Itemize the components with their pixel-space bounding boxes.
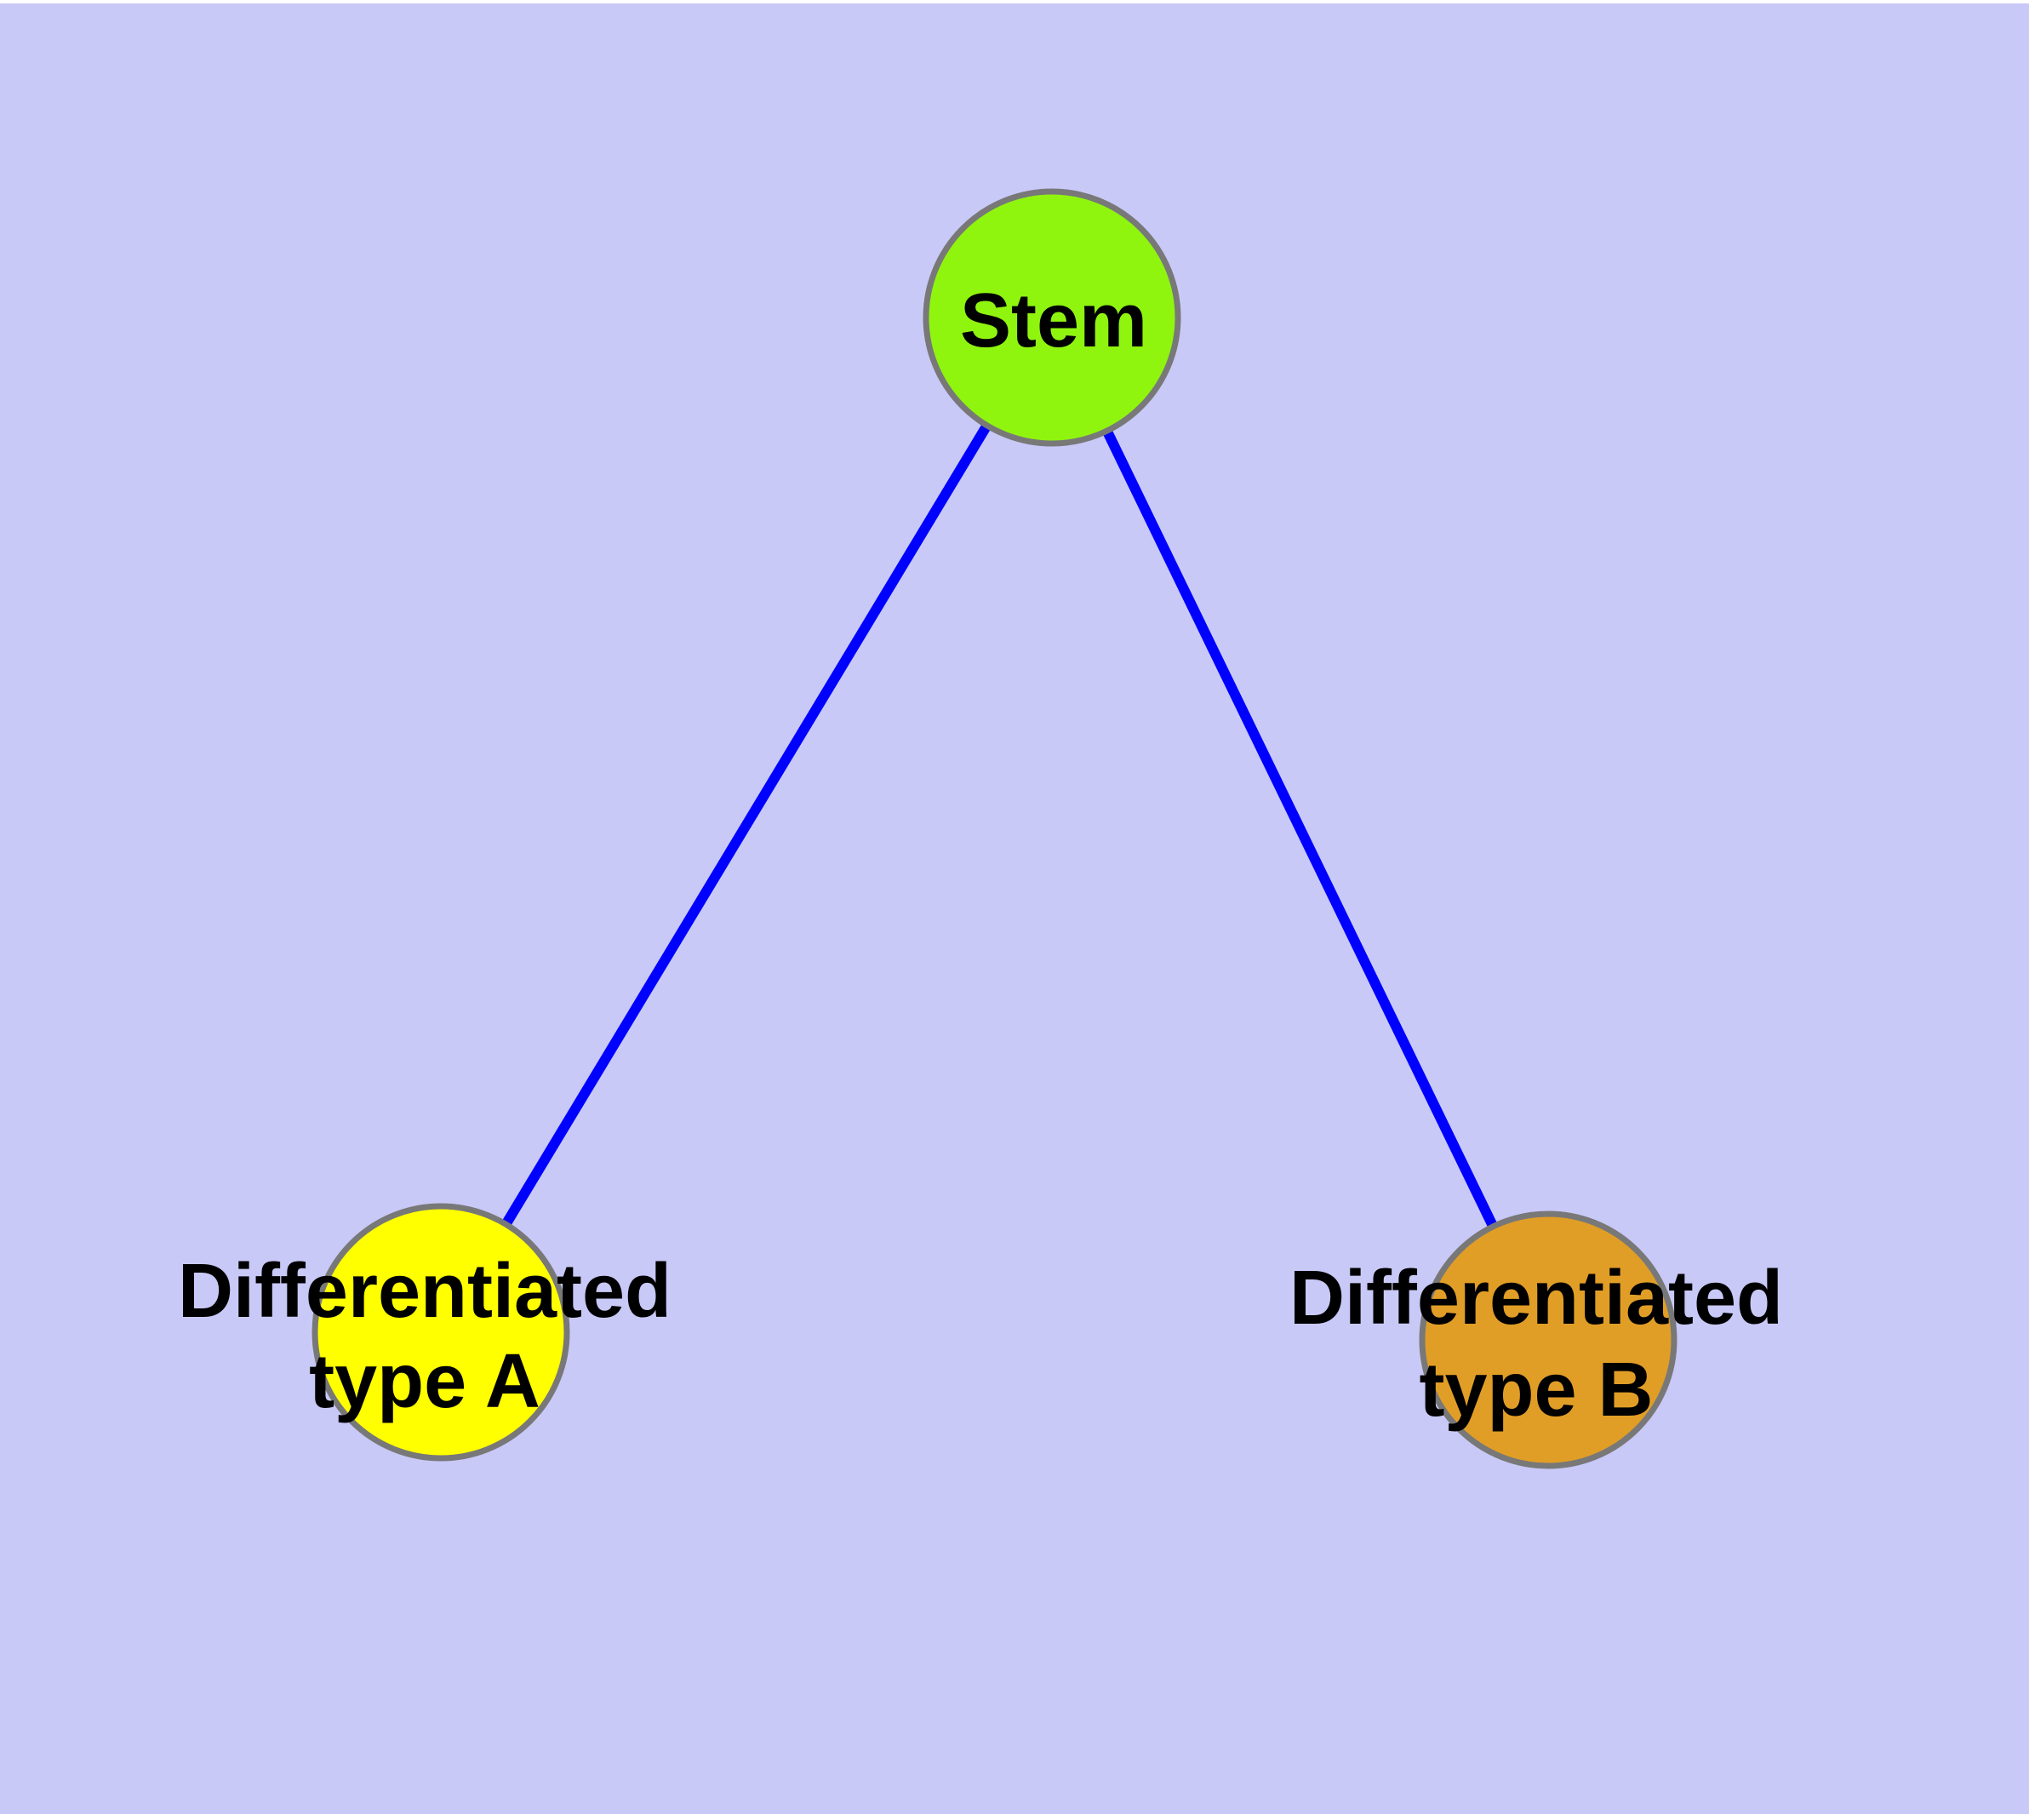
node-differentiated-type-a xyxy=(311,1203,570,1462)
node-type-a-label-line2: type A xyxy=(309,1339,540,1424)
node-type-a-label-line1: Differentiated xyxy=(178,1249,672,1334)
node-type-b-label-line2: type B xyxy=(1419,1348,1653,1433)
edge-stem-to-type-b xyxy=(1047,315,1553,1342)
node-type-b-label-line1: Differentiated xyxy=(1289,1256,1783,1341)
node-stem-label: Stem xyxy=(960,278,1147,363)
node-stem xyxy=(923,188,1181,447)
node-differentiated-type-b xyxy=(1419,1210,1677,1469)
edge-stem-to-type-a xyxy=(436,314,1057,1336)
